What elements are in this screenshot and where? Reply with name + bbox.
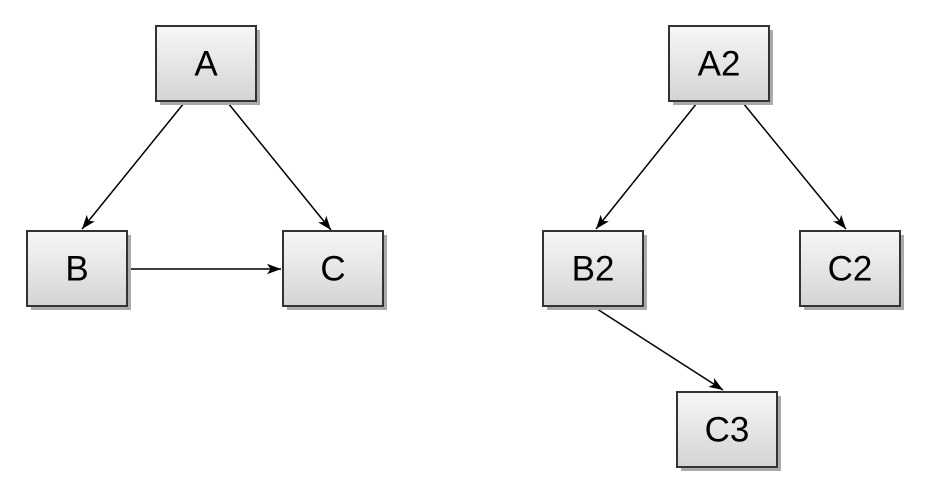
left-graph: A B C	[26, 25, 387, 310]
node-label: A2	[698, 45, 741, 84]
node-A[interactable]: A	[155, 25, 260, 105]
edge-A-C[interactable]	[227, 102, 332, 231]
node-label: C	[320, 250, 345, 289]
node-box	[155, 25, 257, 102]
node-box	[799, 230, 901, 307]
edge-A2-B2[interactable]	[595, 102, 698, 230]
node-C2[interactable]: C2	[799, 230, 904, 310]
node-label: A	[194, 45, 218, 84]
node-A2[interactable]: A2	[668, 25, 773, 105]
node-box	[282, 230, 384, 307]
node-label: B	[65, 250, 88, 289]
node-label: C3	[705, 411, 750, 450]
node-box	[542, 230, 644, 307]
node-B[interactable]: B	[26, 230, 131, 310]
node-C[interactable]: C	[282, 230, 387, 310]
edge-B2-C3[interactable]	[593, 306, 724, 391]
node-box	[676, 391, 778, 468]
node-box	[668, 25, 770, 102]
node-label: B2	[572, 250, 615, 289]
edge-A2-C2[interactable]	[742, 102, 847, 230]
node-box	[26, 230, 128, 307]
node-C3[interactable]: C3	[676, 391, 781, 471]
node-B2[interactable]: B2	[542, 230, 647, 310]
edge-A-B[interactable]	[81, 102, 185, 230]
node-label: C2	[828, 250, 873, 289]
